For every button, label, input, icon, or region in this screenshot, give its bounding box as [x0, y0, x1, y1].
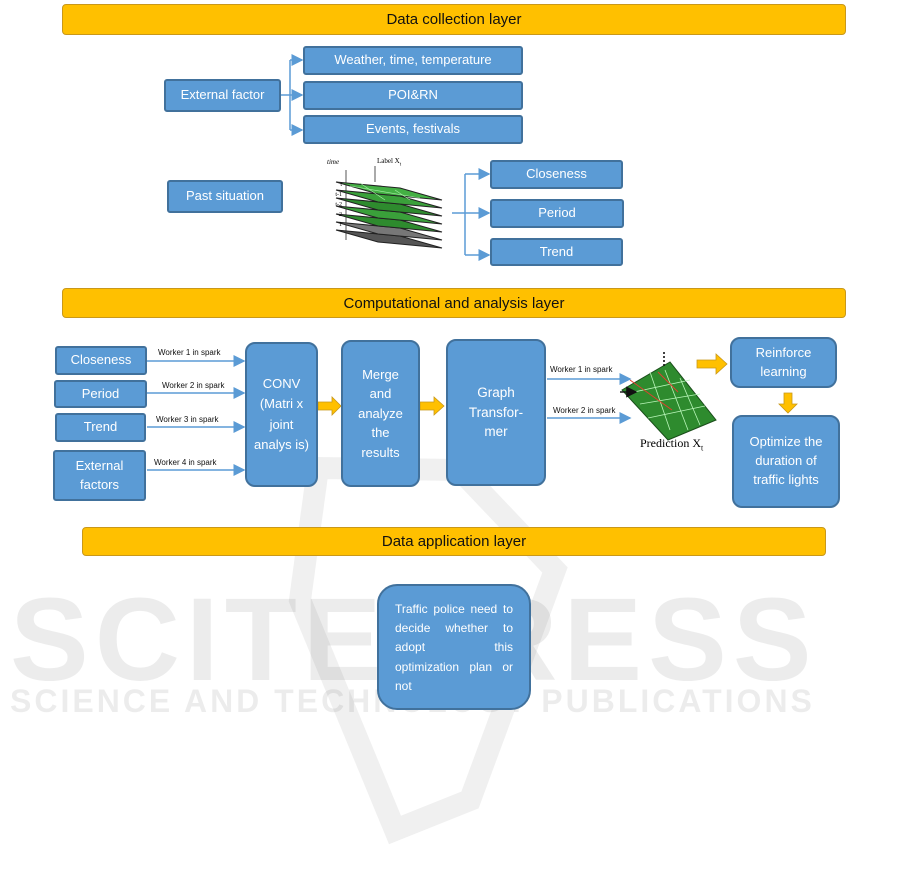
- data-collection-layer-bar: Data collection layer: [62, 4, 846, 35]
- output-worker-label: Worker 2 in spark: [553, 406, 616, 415]
- worker-label: Worker 2 in spark: [162, 381, 225, 390]
- past-situation-figure: [335, 166, 443, 249]
- traffic-police-text: Traffic police need to decide whether to…: [395, 602, 513, 693]
- weather-box: Weather, time, temperature: [303, 46, 523, 75]
- figure-ticks: t t-1 t-2 2 1: [330, 180, 342, 230]
- poi-rn-box: POI&RN: [303, 81, 523, 110]
- closeness-out-box: Closeness: [490, 160, 623, 189]
- merge-box: Merge and analyze the results: [341, 340, 420, 487]
- external-factor-box: External factor: [164, 79, 281, 112]
- computational-layer-bar: Computational and analysis layer: [62, 288, 846, 318]
- figure-tick: 2: [339, 212, 342, 218]
- external-factors-input-box: External factors: [53, 450, 146, 501]
- data-application-layer-label: Data application layer: [381, 533, 527, 550]
- data-application-layer-bar: Data application layer: [82, 527, 826, 556]
- optimize-box: Optimize the duration of traffic lights: [732, 415, 840, 508]
- computational-layer-label: Computational and analysis layer: [343, 294, 565, 312]
- figure-tick: t-2: [335, 202, 342, 208]
- prediction-sub: t: [701, 443, 704, 453]
- past-situation-box: Past situation: [167, 180, 283, 213]
- worker-label: Worker 1 in spark: [158, 348, 221, 357]
- data-collection-layer-label: Data collection layer: [386, 11, 522, 28]
- figure-tick: t-1: [335, 192, 342, 198]
- trend-out-box: Trend: [490, 238, 623, 266]
- figure-label-text: Label X: [377, 157, 400, 165]
- closeness-input-box: Closeness: [55, 346, 147, 375]
- events-box: Events, festivals: [303, 115, 523, 144]
- conv-box: CONV (Matri x joint analys is): [245, 342, 318, 487]
- period-input-box: Period: [54, 380, 147, 408]
- prediction-text: Prediction X: [640, 436, 701, 450]
- figure-label-sub: t: [399, 162, 402, 168]
- prediction-label: Prediction Xt: [640, 436, 703, 452]
- reinforce-learning-box: Reinforce learning: [730, 337, 837, 388]
- trend-input-box: Trend: [55, 413, 146, 442]
- graph-transformer-box: Graph Transfor- mer: [446, 339, 546, 486]
- prediction-figure: [620, 352, 717, 441]
- figure-tick: t: [340, 182, 342, 188]
- period-out-box: Period: [490, 199, 624, 228]
- output-worker-label: Worker 1 in spark: [550, 365, 613, 374]
- figure-label-x: Label Xt: [377, 157, 401, 167]
- figure-tick: 1: [339, 222, 342, 228]
- figure-time-label: time: [327, 158, 340, 166]
- traffic-police-box: Traffic police need to decide whether to…: [377, 584, 531, 710]
- worker-label: Worker 4 in spark: [154, 458, 217, 467]
- worker-label: Worker 3 in spark: [156, 415, 219, 424]
